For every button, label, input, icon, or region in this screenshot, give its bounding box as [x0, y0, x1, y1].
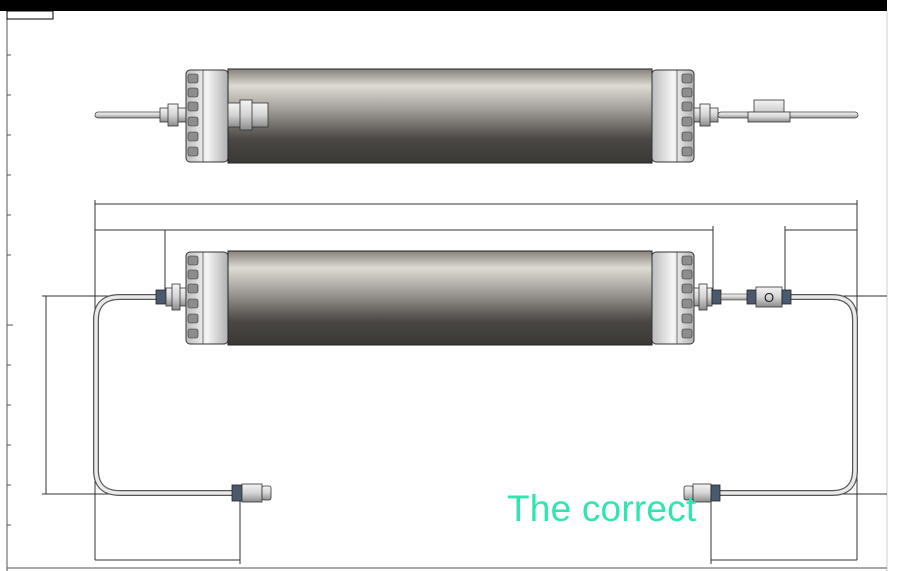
side-left-flange-bolts	[187, 255, 199, 339]
top-right-flange-bolts	[681, 73, 693, 157]
right-border-strip	[887, 0, 900, 571]
tubing	[93, 294, 858, 496]
side-valve-right-nut	[781, 289, 792, 305]
bottom-left-fitting	[241, 483, 263, 503]
top-left-flange-bolts	[187, 73, 199, 157]
title-block-corner	[6, 10, 54, 20]
side-cylinder-body	[227, 250, 653, 346]
top-left-rod	[94, 111, 171, 119]
side-right-flange-bolts	[681, 255, 693, 339]
bottom-right-nut	[710, 484, 721, 502]
top-left-hex-nut	[167, 103, 179, 127]
side-right-nut	[711, 289, 722, 305]
caption-text: The correct	[507, 488, 697, 529]
top-view-assembly	[94, 68, 859, 164]
right-tube-loop	[715, 294, 858, 496]
left-ruler-ticks	[7, 54, 13, 526]
top-cylinder-body	[227, 68, 653, 164]
valve-mark: O	[764, 290, 774, 305]
top-border-bar	[0, 0, 900, 11]
side-valve-left-nut	[746, 289, 757, 305]
side-left-nut	[155, 289, 167, 305]
bottom-left-nut	[231, 484, 243, 502]
side-view-assembly: O	[155, 250, 792, 503]
